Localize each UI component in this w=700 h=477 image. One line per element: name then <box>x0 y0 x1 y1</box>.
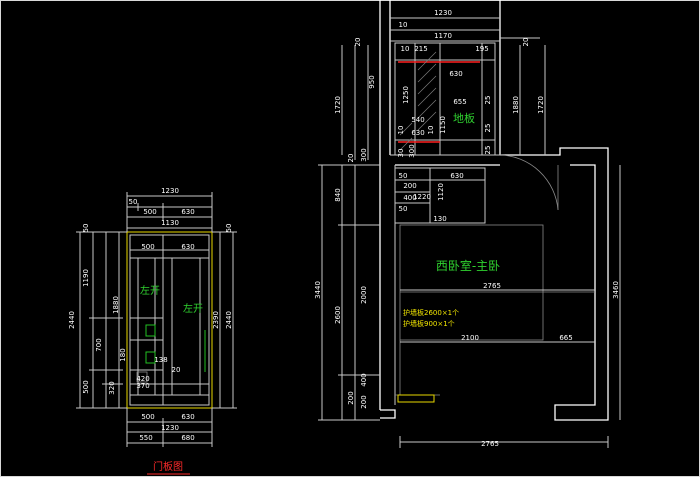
rp-mid-dim: 630 <box>450 172 463 180</box>
rp-left-dim: 200 <box>360 395 368 408</box>
dp-left-dim: 320 <box>108 381 116 394</box>
rp-right-dim: 1880 <box>512 96 520 114</box>
rp-left-dim: 2000 <box>360 286 368 304</box>
dp-left-dim: 50 <box>82 224 90 233</box>
dp-right-dim: 2390 <box>212 311 220 329</box>
dp-left-dim: 1190 <box>82 269 90 287</box>
rp-left-dim: 20 <box>354 38 362 47</box>
rp-upper-dim: 30 <box>397 149 405 158</box>
wainscot-note: 护墙板2600×1个 <box>403 308 459 317</box>
left-open-label: 左开 <box>183 302 203 315</box>
dp-bottom-dim: 550 <box>139 434 152 442</box>
rp-left-dim: 20 <box>347 154 355 163</box>
rp-upper-dim: 630 <box>411 129 424 137</box>
dp-left-dim: 180 <box>119 348 127 361</box>
rp-upper-dim: 25 <box>484 96 492 105</box>
dp-bottom-dim: 1230 <box>161 424 179 432</box>
east-wall <box>500 147 609 421</box>
rp-left-dim: 1720 <box>334 96 342 114</box>
room-plan-drawing: 西卧室-主卧 地板 护墙板2600×1个 护墙板900×1个 1230 10 1… <box>314 0 621 448</box>
rp-mid-dim: 400 <box>403 194 416 202</box>
rp-main-dim: 2765 <box>483 282 501 290</box>
rp-top-dim: 195 <box>475 45 488 53</box>
dp-top-dim: 630 <box>181 208 194 216</box>
rp-upper-dim: 25 <box>484 146 492 155</box>
rp-mid-dim: 50 <box>399 172 408 180</box>
rp-upper-dim: 25 <box>484 124 492 133</box>
rp-upper-dim: 950 <box>368 75 376 88</box>
glass-insert-1 <box>145 324 156 337</box>
dp-inner-dim: 370 <box>136 382 149 390</box>
dp-left-dim: 2440 <box>68 311 76 329</box>
bed-outline <box>399 224 544 341</box>
rp-top-dim: 10 <box>401 45 410 53</box>
dp-left-dim: 700 <box>95 338 103 351</box>
rp-top-dim: 1170 <box>434 32 452 40</box>
rp-mid-dim: 200 <box>403 182 416 190</box>
dp-right-dim: 2440 <box>225 311 233 329</box>
rp-left-dim: 300 <box>360 148 368 161</box>
dp-left-dim: 1880 <box>112 296 120 314</box>
left-open-label: 左开 <box>140 284 160 297</box>
dp-inner-dim: 20 <box>172 366 181 374</box>
dp-bottom-dim: 500 <box>141 413 154 421</box>
door-panel-drawing: 1230 50 500 630 1130 500 630 左开 左开 2440 … <box>68 187 237 475</box>
rp-upper-dim: 655 <box>453 98 466 106</box>
rp-mid-dim: 1220 <box>413 193 431 201</box>
rp-right-dim: 20 <box>522 38 530 47</box>
dp-inner-dim: 420 <box>136 375 149 383</box>
rp-left-dim: 840 <box>334 188 342 201</box>
rp-main-dim: 2100 <box>461 334 479 342</box>
rp-upper-dim: 1150 <box>439 116 447 134</box>
dp-bottom-dim: 630 <box>181 413 194 421</box>
rp-left-dim: 2600 <box>334 306 342 324</box>
rp-upper-dim: 1250 <box>402 86 410 104</box>
door-swing <box>499 154 559 211</box>
dp-top-dim: 50 <box>129 198 138 206</box>
rp-upper-dim: 10 <box>427 126 435 135</box>
dp-inner-dim: 138 <box>154 356 167 364</box>
dp-bottom-dim: 680 <box>181 434 194 442</box>
dp-top-dim: 630 <box>181 243 194 251</box>
rp-left-dim: 400 <box>360 373 368 386</box>
dp-top-dim: 500 <box>141 243 154 251</box>
rp-left-dim: 3440 <box>314 281 322 299</box>
heater <box>397 394 435 403</box>
door-panel-outline <box>126 231 213 409</box>
dp-left-dim: 500 <box>82 380 90 393</box>
rp-main-dim: 665 <box>559 334 572 342</box>
door-panel-title: 门板图 <box>153 460 183 473</box>
glass-insert-2 <box>145 351 156 364</box>
room-label: 西卧室-主卧 <box>436 258 500 273</box>
dp-top-dim: 500 <box>143 208 156 216</box>
floor-label: 地板 <box>453 111 475 125</box>
dp-right-dim: 50 <box>225 224 233 233</box>
rp-right-dim: 3460 <box>612 281 620 299</box>
rp-top-dim: 10 <box>399 21 408 29</box>
rp-mid-dim: 1120 <box>437 183 445 201</box>
dp-top-dim: 1130 <box>161 219 179 227</box>
rp-left-dim: 200 <box>347 391 355 404</box>
rp-top-dim: 215 <box>414 45 427 53</box>
rp-bottom-dim: 2765 <box>481 440 499 448</box>
rp-mid-dim: 130 <box>433 215 446 223</box>
rp-mid-dim: 50 <box>399 205 408 213</box>
rp-upper-dim: 300 <box>408 144 416 157</box>
rp-upper-dim: 540 <box>411 116 424 124</box>
dp-top-dim: 1230 <box>161 187 179 195</box>
rp-top-dim: 630 <box>449 70 462 78</box>
rp-top-dim: 1230 <box>434 9 452 17</box>
door-panel-inner <box>129 234 210 406</box>
rp-upper-dim: 10 <box>397 126 405 135</box>
rp-right-dim: 1720 <box>537 96 545 114</box>
wainscot-note: 护墙板900×1个 <box>403 319 455 328</box>
